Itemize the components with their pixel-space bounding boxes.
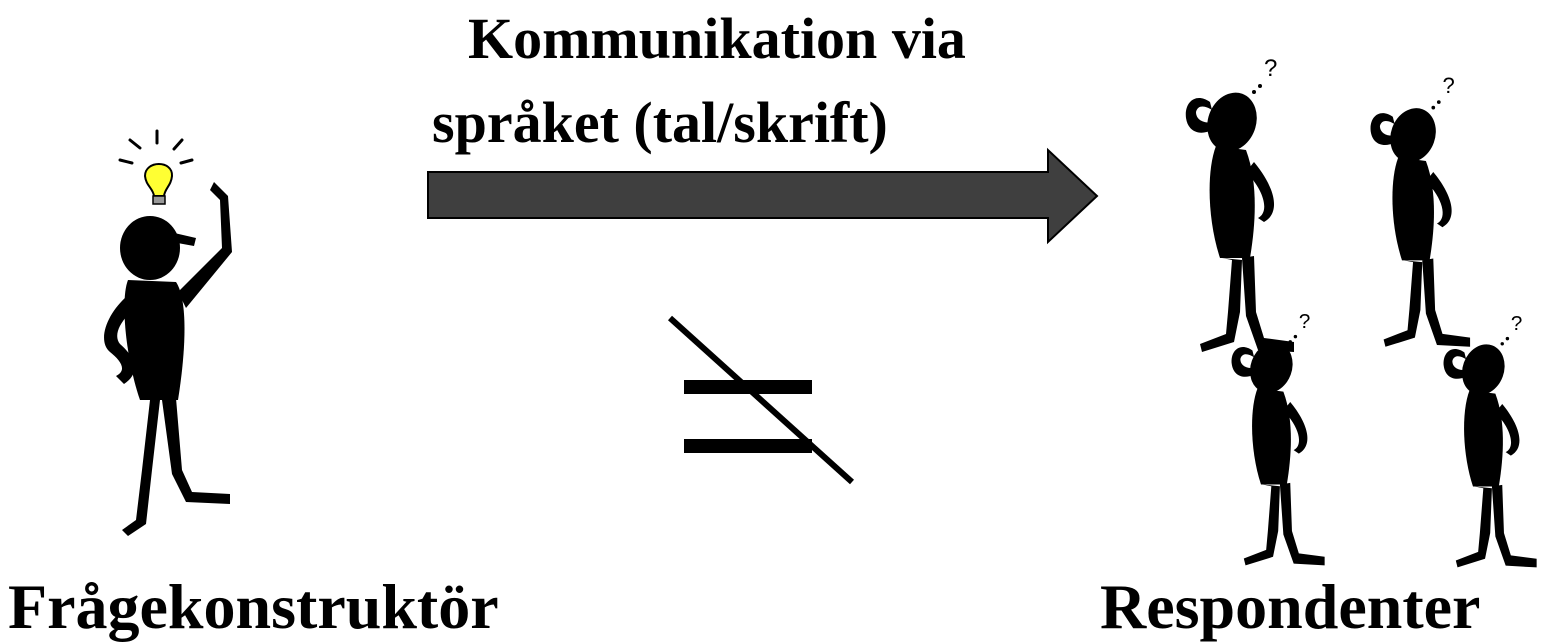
svg-text:?: ? <box>1299 310 1310 333</box>
svg-text:?: ? <box>1264 55 1277 82</box>
svg-text:?: ? <box>1511 312 1522 335</box>
respondents-caption: Respondenter <box>1100 571 1481 642</box>
questioner-caption: Frågekonstruktör <box>8 571 499 642</box>
arrow-label-line-1: Kommunikation via <box>468 6 966 71</box>
svg-text:?: ? <box>1442 73 1454 98</box>
arrow-label-line-2: språket (tal/skrift) <box>432 90 888 155</box>
